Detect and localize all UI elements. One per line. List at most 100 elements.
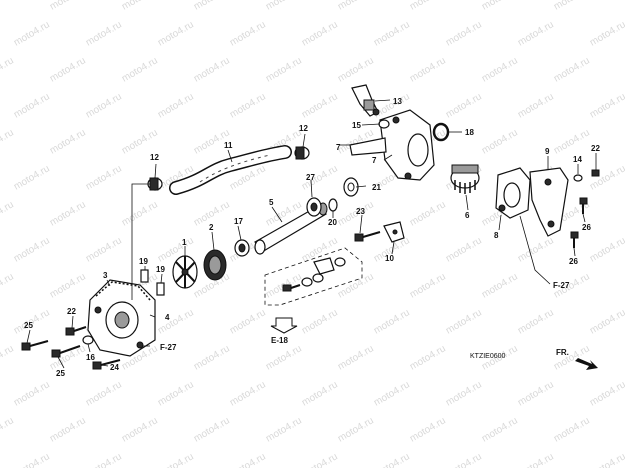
callout-6: 6 <box>465 211 470 220</box>
watermark-text: moto4.ru <box>264 343 304 372</box>
bolt-22-right <box>591 169 600 177</box>
watermark-text: moto4.ru <box>588 379 625 408</box>
watermark-text: moto4.ru <box>300 379 340 408</box>
watermark-text: moto4.ru <box>12 235 52 264</box>
impeller-1 <box>172 255 198 289</box>
bearing-17 <box>234 239 250 257</box>
watermark-text: moto4.ru <box>444 451 484 468</box>
callout-15: 15 <box>352 121 361 130</box>
callout-26-upper: 26 <box>582 223 591 232</box>
ref-f27-left: F-27 <box>160 343 177 352</box>
dowel-pin-19-right <box>156 282 165 296</box>
pump-cover-4 <box>87 279 156 357</box>
bolt-24 <box>92 359 121 370</box>
watermark-text: moto4.ru <box>372 379 412 408</box>
watermark-text: moto4.ru <box>0 271 16 300</box>
watermark-text: moto4.ru <box>588 307 625 336</box>
watermark-text: moto4.ru <box>192 55 232 84</box>
watermark-text: moto4.ru <box>372 19 412 48</box>
watermark-text: moto4.ru <box>408 55 448 84</box>
watermark-text: moto4.ru <box>552 55 592 84</box>
watermark-text: moto4.ru <box>408 0 448 13</box>
callout-12-left: 12 <box>150 153 159 162</box>
callout-25-upper: 25 <box>24 321 33 330</box>
watermark-text: moto4.ru <box>48 271 88 300</box>
watermark-text: moto4.ru <box>48 0 88 13</box>
watermark-text: moto4.ru <box>84 451 124 468</box>
watermark-text: moto4.ru <box>0 415 16 444</box>
callout-9: 9 <box>545 147 550 156</box>
part-number-labels: 13 15 18 12 7 11 12 7 6 9 14 22 8 26 26 … <box>24 97 600 378</box>
seal-20 <box>328 198 338 212</box>
watermark-text: moto4.ru <box>84 19 124 48</box>
callout-16: 16 <box>86 353 95 362</box>
watermark-text: moto4.ru <box>84 91 124 120</box>
hose-clamp-12-left <box>147 177 163 191</box>
callout-19-left: 19 <box>139 257 148 266</box>
oil-seal-21 <box>343 177 359 197</box>
watermark-text: moto4.ru <box>228 379 268 408</box>
watermark-text: moto4.ru <box>444 307 484 336</box>
watermark-text: moto4.ru <box>12 451 52 468</box>
watermark-text: moto4.ru <box>192 415 232 444</box>
callout-11: 11 <box>224 141 233 150</box>
callout-23: 23 <box>356 207 365 216</box>
watermark-text: moto4.ru <box>48 55 88 84</box>
watermark-text: moto4.ru <box>444 379 484 408</box>
watermark-text: moto4.ru <box>120 0 160 13</box>
watermark-text: moto4.ru <box>588 235 625 264</box>
gasket-3 <box>95 281 151 301</box>
ref-f27-right: F-27 <box>553 281 570 290</box>
bolt-22-left <box>65 326 87 336</box>
watermark-text: moto4.ru <box>588 163 625 192</box>
mechanical-seal-2 <box>203 249 227 281</box>
watermark-text: moto4.ru <box>156 19 196 48</box>
washer-16 <box>82 335 94 345</box>
ref-e18: E-18 <box>271 336 288 345</box>
watermark-text: moto4.ru <box>228 451 268 468</box>
watermark-text: moto4.ru <box>48 127 88 156</box>
watermark-text: moto4.ru <box>444 91 484 120</box>
watermark-text: moto4.ru <box>588 451 625 468</box>
callout-8: 8 <box>494 231 499 240</box>
bolt-23 <box>354 231 381 242</box>
watermark-text: moto4.ru <box>264 55 304 84</box>
front-direction-arrow <box>575 358 598 370</box>
diagram-code: KTZIE0600 <box>470 353 506 360</box>
watermark-text: moto4.ru <box>0 127 16 156</box>
callout-1: 1 <box>182 238 187 247</box>
watermark-text: moto4.ru <box>408 343 448 372</box>
callout-22-right: 22 <box>591 144 600 153</box>
watermark-text: moto4.ru <box>192 0 232 13</box>
watermark-text: moto4.ru <box>516 451 556 468</box>
callout-21: 21 <box>372 183 381 192</box>
watermark-text: moto4.ru <box>12 163 52 192</box>
callout-12-top: 12 <box>299 124 308 133</box>
e18-reference-arrow <box>270 317 298 334</box>
callout-22-left: 22 <box>67 307 76 316</box>
watermark-text: moto4.ru <box>516 235 556 264</box>
watermark-text: moto4.ru <box>84 379 124 408</box>
watermark-text: moto4.ru <box>516 91 556 120</box>
watermark-text: moto4.ru <box>552 127 592 156</box>
callout-5: 5 <box>269 198 274 207</box>
watermark-text: moto4.ru <box>336 271 376 300</box>
watermark-text: moto4.ru <box>480 55 520 84</box>
watermark-text: moto4.ru <box>444 235 484 264</box>
watermark-text: moto4.ru <box>516 379 556 408</box>
watermark-text: moto4.ru <box>336 0 376 13</box>
watermark-text: moto4.ru <box>372 451 412 468</box>
callout-19-right: 19 <box>156 265 165 274</box>
bolt-25-upper <box>21 340 49 351</box>
watermark-text: moto4.ru <box>480 0 520 13</box>
watermark-text: moto4.ru <box>300 19 340 48</box>
bearing-27 <box>306 197 322 217</box>
bolt-25-lower <box>51 345 81 358</box>
watermark-text: moto4.ru <box>336 415 376 444</box>
callout-20: 20 <box>328 218 337 227</box>
callout-3: 3 <box>103 271 108 280</box>
watermark-text: moto4.ru <box>480 127 520 156</box>
watermark-text: moto4.ru <box>0 199 16 228</box>
watermark-text: moto4.ru <box>372 307 412 336</box>
